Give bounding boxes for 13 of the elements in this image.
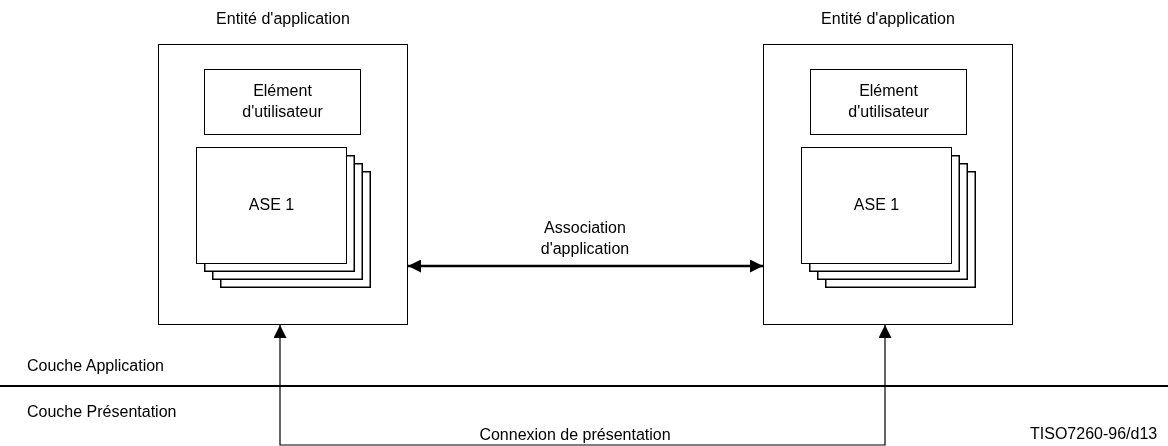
edge-label: Connexion de présentation (479, 425, 671, 445)
connector-arrow (408, 259, 763, 273)
service-element-box: ASE 1 (196, 147, 347, 264)
edge-label: Association d'application (539, 218, 631, 259)
connector-arrow (273, 324, 892, 446)
layer-label: Couche Présentation (27, 402, 177, 422)
user-element-box: Elément d'utilisateur (810, 69, 967, 135)
service-element-box: ASE 1 (801, 147, 952, 264)
figure-reference: TISO7260-96/d13 (1030, 424, 1158, 444)
entity-heading: Entité d'application (820, 10, 956, 28)
layer-label: Couche Application (27, 356, 164, 376)
user-element-box: Elément d'utilisateur (204, 69, 361, 135)
entity-heading: Entité d'application (215, 10, 351, 28)
